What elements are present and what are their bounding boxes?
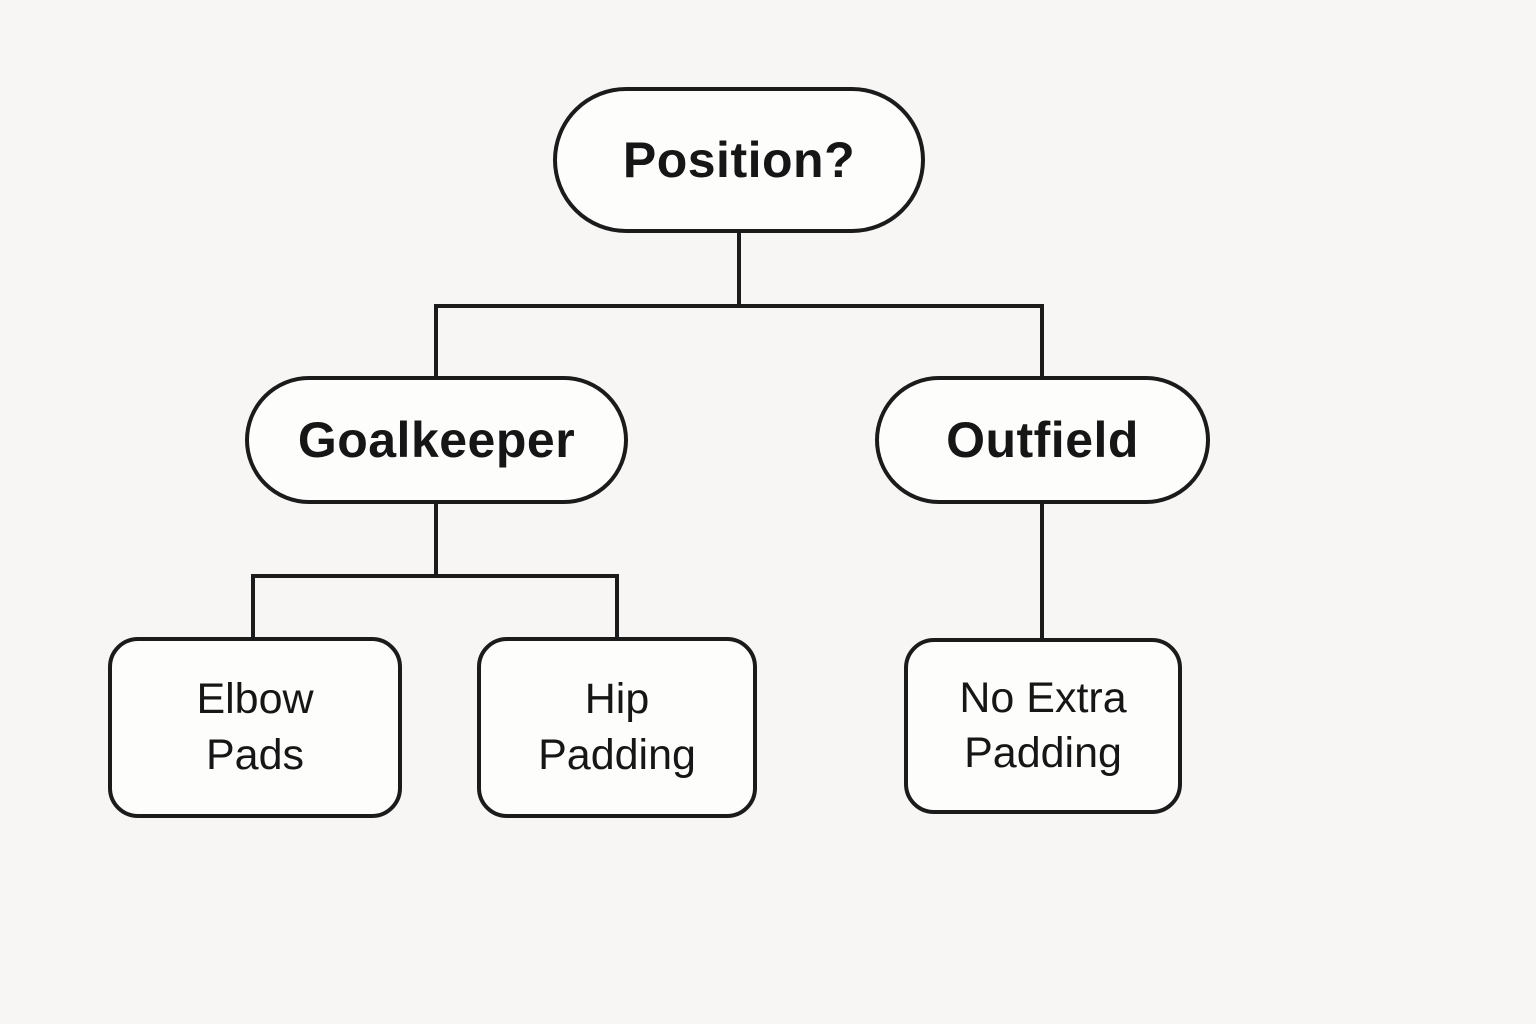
- node-hip-padding-label-line1: Hip: [584, 675, 650, 724]
- node-hip-padding-label-line2: Padding: [538, 730, 696, 779]
- node-hip-padding: Hip Padding: [477, 637, 757, 818]
- node-elbow-pads-label-line2: Pads: [205, 730, 304, 779]
- node-goalkeeper: Goalkeeper: [245, 376, 628, 504]
- node-no-extra-padding-label-line2: Padding: [964, 729, 1122, 777]
- node-elbow-pads-label-line1: Elbow: [196, 675, 314, 724]
- node-outfield: Outfield: [875, 376, 1210, 504]
- node-no-extra-padding: No Extra Padding: [904, 638, 1182, 814]
- node-position: Position?: [553, 87, 925, 233]
- edge-position-to-goalkeeper-outfield: [434, 231, 1044, 378]
- edge-goalkeeper-to-elbow-hip: [251, 502, 619, 639]
- node-elbow-pads: Elbow Pads: [108, 637, 402, 818]
- node-goalkeeper-label: Goalkeeper: [297, 412, 576, 468]
- node-position-label: Position?: [622, 132, 856, 188]
- node-outfield-label: Outfield: [946, 412, 1139, 468]
- node-no-extra-padding-label-line1: No Extra: [959, 673, 1127, 722]
